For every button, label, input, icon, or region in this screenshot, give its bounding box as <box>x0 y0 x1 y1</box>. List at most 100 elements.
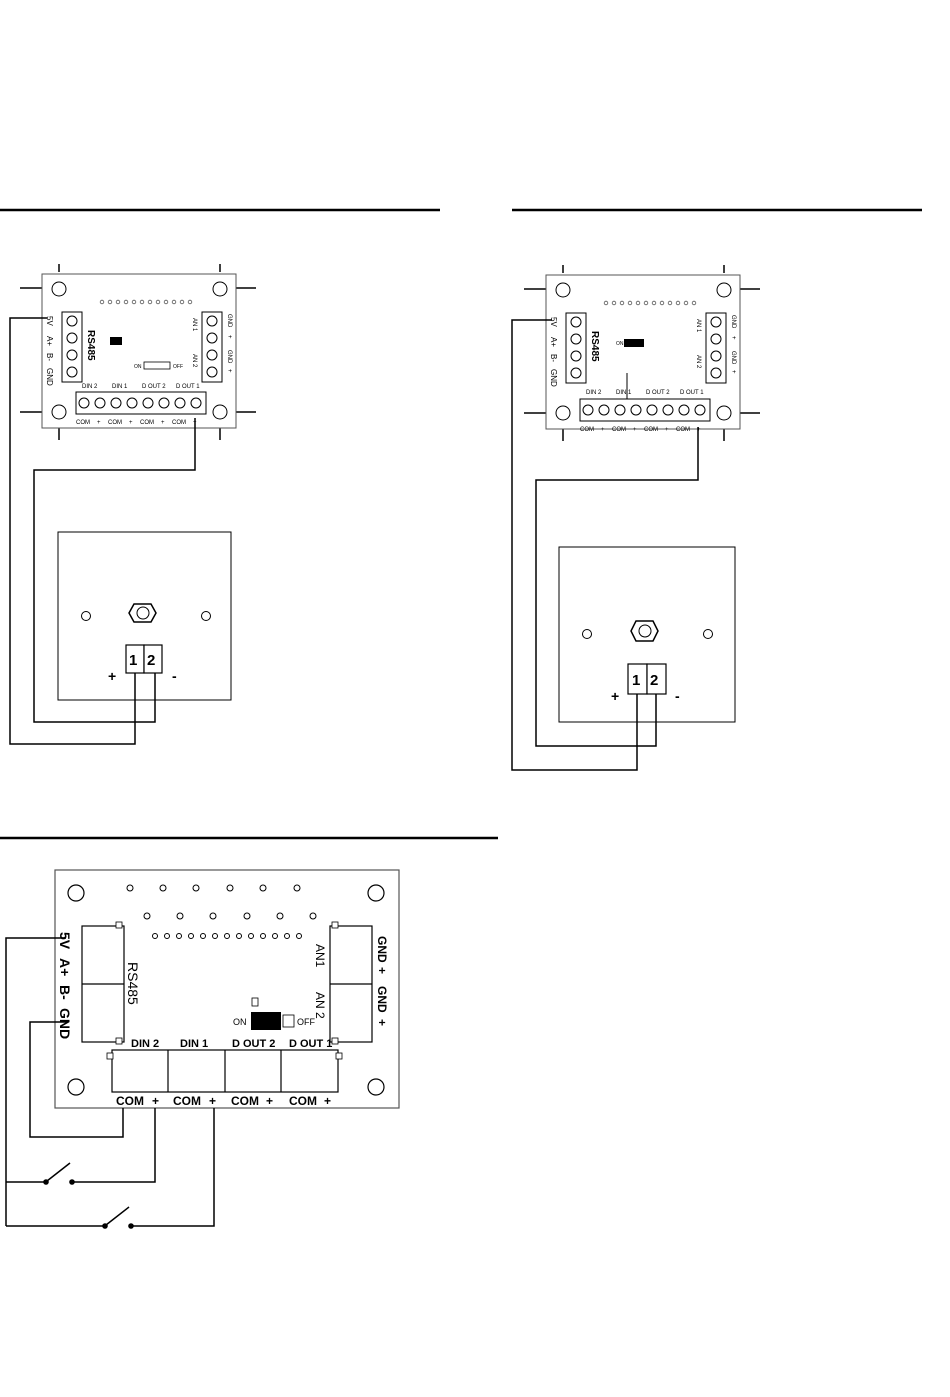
mounting-hole-icon <box>212 404 228 420</box>
an-right-label: + <box>730 370 736 374</box>
rs485-label: RS485 <box>85 330 96 361</box>
terminal-label: COM <box>289 1094 317 1108</box>
an2-right-label: + <box>375 1019 389 1026</box>
sensor-terminal-2: 2 <box>147 652 155 669</box>
mounting-hole-icon <box>67 884 85 902</box>
wire-5v-common <box>5 937 66 1226</box>
mounting-hole-icon <box>367 1078 385 1096</box>
mounting-hole-icon <box>716 282 732 298</box>
an2-right-label: GND <box>375 986 389 1013</box>
an-right-label: GND <box>730 315 736 329</box>
controller-board-2: 5V A+ B- GND RS485 ON OFF AN 1 AN 2 GND … <box>524 265 760 441</box>
wiring-2 <box>511 319 699 771</box>
port-label: D OUT 2 <box>142 384 166 390</box>
switch-1-lever <box>46 1162 71 1182</box>
terminal-label: + <box>97 420 101 426</box>
port-label: D OUT 2 <box>232 1038 275 1050</box>
terminal-label: COM <box>140 420 154 426</box>
terminal-label: COM <box>644 427 658 433</box>
terminal-label: COM <box>676 427 690 433</box>
terminal-label: COM <box>172 420 186 426</box>
dip-switch <box>624 339 644 347</box>
wire-gnd-to-com <box>29 1021 124 1138</box>
gland-nut-icon <box>630 620 659 642</box>
terminal-label: + <box>129 420 133 426</box>
port-label: DIN 2 <box>82 384 98 390</box>
port-label: DIN 2 <box>586 390 602 396</box>
switch-2-contact <box>128 1223 134 1229</box>
port-label: DIN 2 <box>131 1038 159 1050</box>
an-right-label: + <box>226 369 232 373</box>
an2-label: AN 2 <box>191 354 197 368</box>
sensor-minus-label: - <box>172 668 177 684</box>
jumper <box>251 997 259 1007</box>
rs485-pin-label: A+ <box>45 336 54 346</box>
an-right-label: + <box>730 336 736 340</box>
screw-hole-icon <box>201 611 211 621</box>
terminal-label: + <box>152 1094 159 1108</box>
terminal-label: COM <box>108 420 122 426</box>
an-right-label: GND <box>730 351 736 365</box>
wire-5v-to-plus <box>511 319 638 771</box>
sensor-terminal-1: 1 <box>129 652 137 669</box>
terminal-label: COM <box>173 1094 201 1108</box>
switch-1-contact <box>43 1179 49 1185</box>
terminal-label: COM <box>580 427 594 433</box>
port-label: DIN 1 <box>180 1038 208 1050</box>
jumper <box>110 337 122 345</box>
wire-dout-to-minus <box>33 418 196 723</box>
mounting-hole-icon <box>51 281 67 297</box>
wiring-1 <box>9 317 196 745</box>
mounting-hole-icon <box>555 405 571 421</box>
screw-hole-icon <box>81 611 91 621</box>
terminal-label: COM <box>231 1094 259 1108</box>
dip-off-label: OFF <box>634 341 644 347</box>
wire-switch2-to-din1 <box>131 1108 215 1227</box>
rs485-pin-label: A+ <box>57 958 73 976</box>
dip-on-label: ON <box>134 364 142 370</box>
wire-switch1-to-din2 <box>72 1108 156 1183</box>
an-right-label: GND <box>226 314 232 328</box>
mounting-hole-icon <box>51 404 67 420</box>
sensor-terminal-2: 2 <box>650 672 658 689</box>
switch-1-contact <box>69 1179 75 1185</box>
rs485-pin-label: 5V <box>57 932 73 950</box>
an1-label: AN1 <box>313 944 327 968</box>
dip-off-label: OFF <box>173 364 183 370</box>
wiring-3 <box>5 937 215 1227</box>
terminal-label: + <box>324 1094 331 1108</box>
mounting-hole-icon <box>555 282 571 298</box>
an-right-label: + <box>226 335 232 339</box>
mounting-hole-icon <box>67 1078 85 1096</box>
port-label: D OUT 2 <box>646 390 670 396</box>
rs485-pin-label: B- <box>57 985 73 1000</box>
dip-off-label: OFF <box>297 1017 315 1027</box>
rs485-label: RS485 <box>125 962 141 1005</box>
rs485-pin-label: GND <box>57 1008 73 1039</box>
dip-switch <box>251 1012 281 1030</box>
mounting-hole-icon <box>212 281 228 297</box>
port-label: DIN 1 <box>112 384 128 390</box>
port-label: DIN 1 <box>616 390 632 396</box>
wire-dout-to-minus <box>535 427 699 747</box>
sensor-housing <box>558 546 736 723</box>
rs485-label: RS485 <box>589 331 600 362</box>
rs485-pin-label: B- <box>45 353 54 361</box>
mounting-hole-icon <box>716 405 732 421</box>
rs485-pin-label: 5V <box>45 316 54 326</box>
wire-5v-to-plus <box>9 317 136 745</box>
sensor-housing <box>57 531 232 701</box>
an2-label: AN 2 <box>695 355 701 369</box>
rs485-pin-label: GND <box>45 368 54 386</box>
an1-label: AN 1 <box>191 318 197 332</box>
terminal-label: COM <box>612 427 626 433</box>
mounting-hole-icon <box>367 884 385 902</box>
dip-on-label: ON <box>233 1017 247 1027</box>
screw-hole-icon <box>703 629 713 639</box>
port-label: D OUT 1 <box>289 1038 332 1050</box>
terminal-label: + <box>266 1094 273 1108</box>
rs485-pin-label: A+ <box>549 337 558 347</box>
screw-hole-icon <box>582 629 592 639</box>
sensor-2: 1 2 + - <box>558 546 736 723</box>
